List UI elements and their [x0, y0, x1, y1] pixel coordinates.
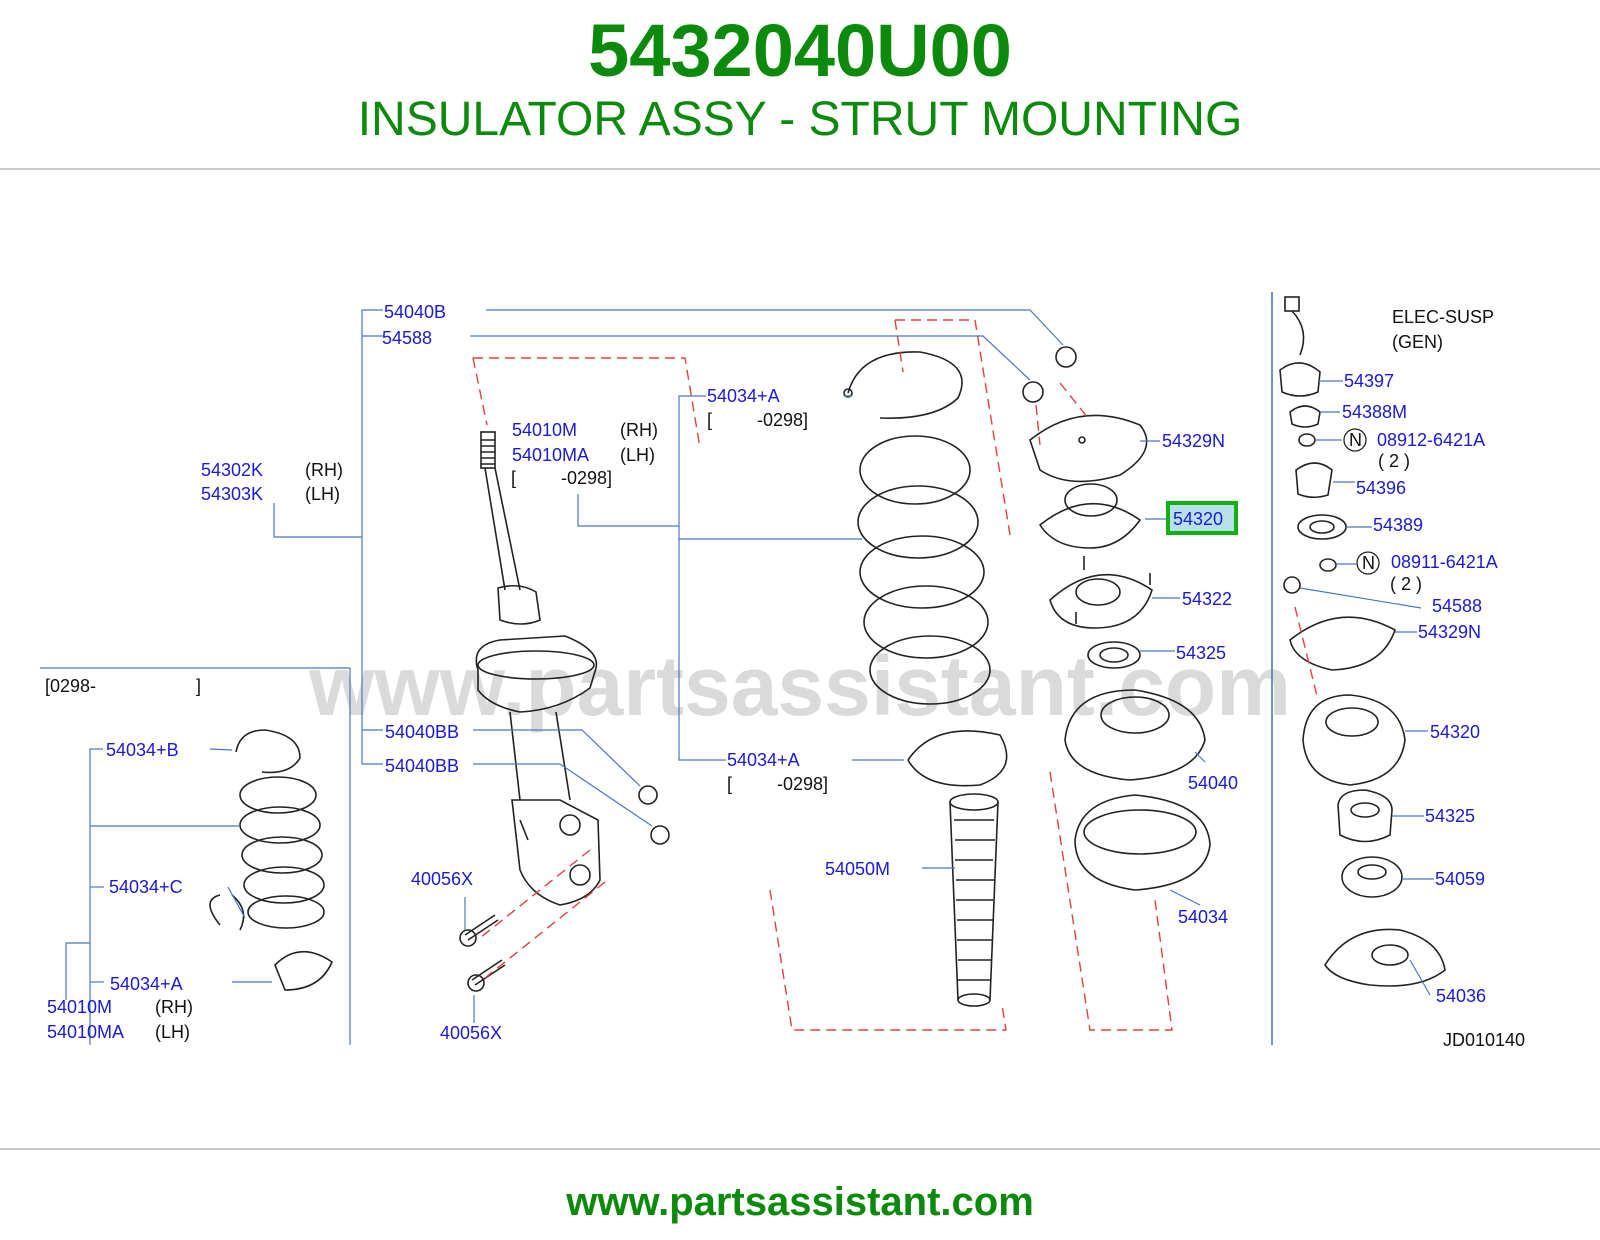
n-symbol-1: N [1349, 430, 1362, 450]
callout-54010MA-bottom[interactable]: 54010MA [47, 1022, 124, 1042]
callout-54034C[interactable]: 54034+C [109, 877, 183, 897]
main-coil-spring [843, 351, 1008, 787]
callout-54320-highlighted[interactable]: 54320 [1173, 509, 1223, 529]
callout-54010M-top[interactable]: 54010M [512, 420, 577, 440]
callout-54059[interactable]: 54059 [1435, 869, 1485, 889]
callout-54040B[interactable]: 54040B [384, 302, 446, 322]
callout-54302K[interactable]: 54302K [201, 460, 263, 480]
callout-40056X-2[interactable]: 40056X [440, 1023, 502, 1043]
callout-54320-right[interactable]: 54320 [1430, 722, 1480, 742]
section-label-gen: (GEN) [1392, 332, 1443, 352]
callout-54034A-top[interactable]: 54034+A [707, 386, 780, 406]
callout-54396[interactable]: 54396 [1356, 478, 1406, 498]
callout-54036[interactable]: 54036 [1436, 986, 1486, 1006]
note-54010-top: [ -0298] [511, 468, 612, 488]
side-lh-54010MA: (LH) [620, 445, 655, 465]
callout-54389[interactable]: 54389 [1373, 515, 1423, 535]
watermark-text: www.partsassistant.com [308, 639, 1291, 733]
callout-54325-right[interactable]: 54325 [1425, 806, 1475, 826]
highlighted-part-box[interactable] [1166, 501, 1238, 535]
range-bracket-0298: [0298- ] [45, 676, 201, 696]
callout-54034A-mid[interactable]: 54034+A [727, 750, 800, 770]
section-label-elec-susp: ELEC-SUSP [1392, 307, 1494, 327]
footer-url[interactable]: www.partsassistant.com [566, 1180, 1034, 1224]
side-rh-54302K: (RH) [305, 460, 343, 480]
dust-boot [949, 793, 999, 1007]
callout-54325[interactable]: 54325 [1176, 643, 1226, 663]
leader-lines [40, 309, 1434, 1045]
callout-54050M[interactable]: 54050M [825, 859, 890, 879]
qty-08911: ( 2 ) [1390, 574, 1422, 594]
callout-54010M-bottom[interactable]: 54010M [47, 997, 112, 1017]
callout-54388M[interactable]: 54388M [1342, 402, 1407, 422]
callout-54588-right[interactable]: 54588 [1432, 596, 1482, 616]
note-54034A-top: [ -0298] [707, 410, 808, 430]
callout-54588[interactable]: 54588 [382, 328, 432, 348]
callout-54329N[interactable]: 54329N [1162, 431, 1225, 451]
n-circle-1 [1343, 428, 1367, 452]
side-rh-54010M-bottom: (RH) [155, 997, 193, 1017]
n-circle-2 [1356, 551, 1380, 575]
part-description: INSULATOR ASSY - STRUT MOUNTING [357, 93, 1243, 146]
callout-54040BB-1[interactable]: 54040BB [385, 722, 459, 742]
callout-54010MA-top[interactable]: 54010MA [512, 445, 589, 465]
note-54034A-mid: [ -0298] [727, 774, 828, 794]
strut-drawing [475, 431, 601, 906]
callout-54034A-bottom[interactable]: 54034+A [110, 974, 183, 994]
callout-08912-6421A[interactable]: 08912-6421A [1377, 430, 1485, 450]
header-divider [0, 168, 1600, 170]
drawings [209, 296, 1446, 1007]
alternate-coil-spring [209, 729, 333, 991]
callout-54040BB-2[interactable]: 54040BB [385, 756, 459, 776]
callout-54040[interactable]: 54040 [1188, 773, 1238, 793]
footer-divider [0, 1148, 1600, 1150]
qty-08912: ( 2 ) [1378, 451, 1410, 471]
part-number-title: 5432040U00 [588, 9, 1012, 92]
callout-54397[interactable]: 54397 [1344, 371, 1394, 391]
callout-54303K[interactable]: 54303K [201, 484, 263, 504]
bolts-nuts [459, 785, 670, 992]
callout-54034B[interactable]: 54034+B [106, 740, 179, 760]
side-lh-54303K: (LH) [305, 484, 340, 504]
callout-54322[interactable]: 54322 [1182, 589, 1232, 609]
callout-54034[interactable]: 54034 [1178, 907, 1228, 927]
callout-54329N-right[interactable]: 54329N [1418, 622, 1481, 642]
callout-40056X-1[interactable]: 40056X [411, 869, 473, 889]
mount-parts-column [1022, 346, 1211, 891]
phantom-lines [472, 319, 1319, 1031]
n-symbol-2: N [1362, 553, 1375, 573]
diagram-code: JD010140 [1443, 1030, 1525, 1050]
side-lh-54010MA-bottom: (LH) [155, 1022, 190, 1042]
side-rh-54010M: (RH) [620, 420, 658, 440]
callout-08911-6421A[interactable]: 08911-6421A [1391, 552, 1498, 572]
